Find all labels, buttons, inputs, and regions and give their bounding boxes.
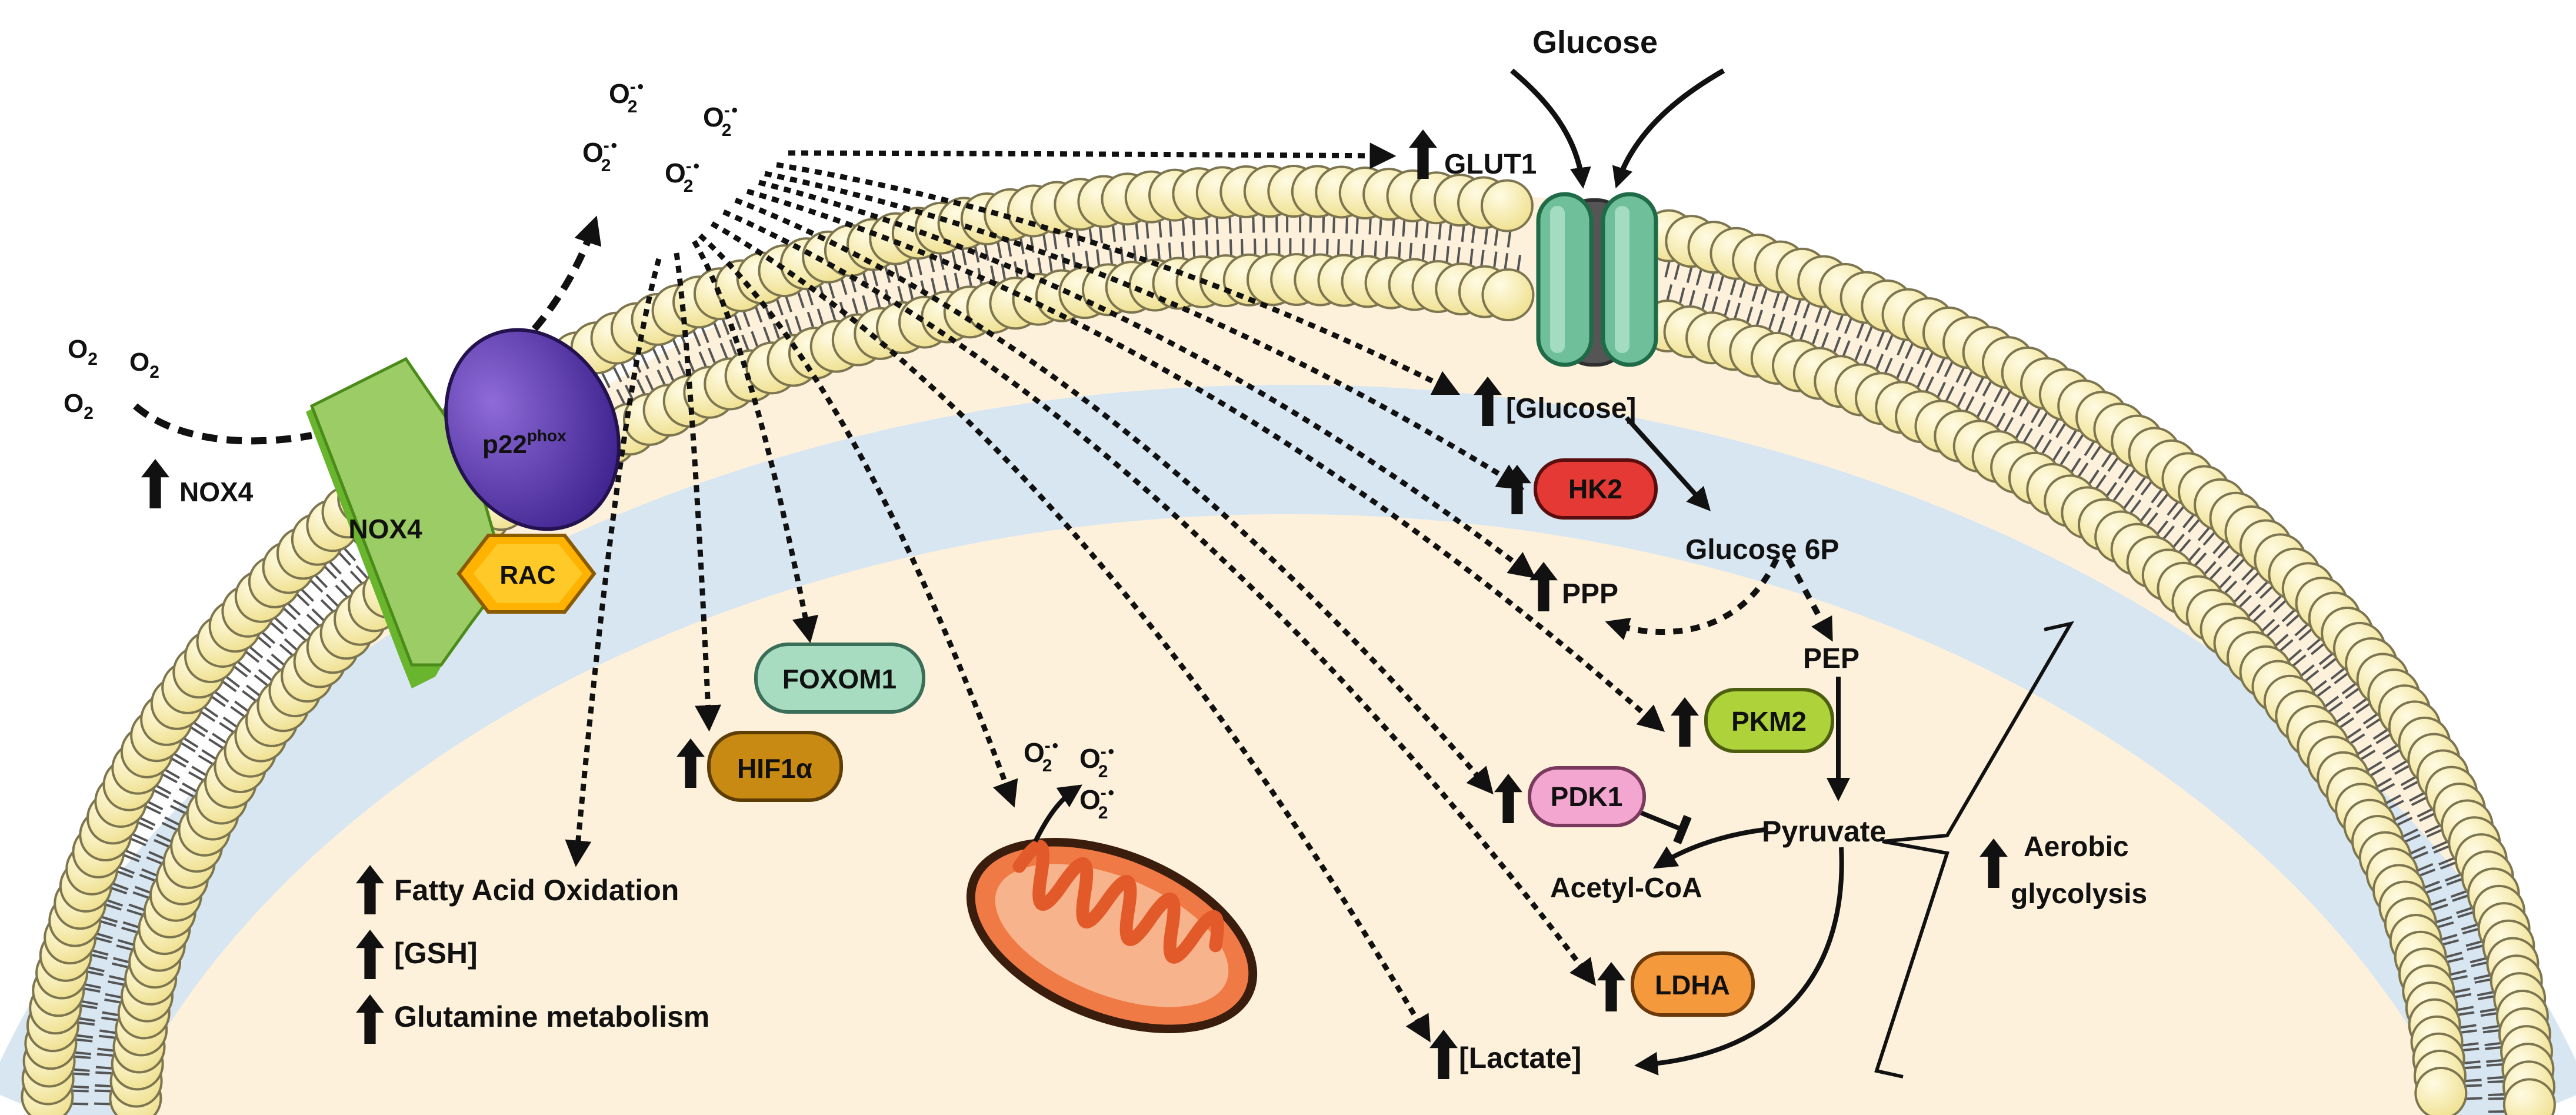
superoxide-molecule: O-2• xyxy=(1079,742,1114,781)
nox4-protein-label: NOX4 xyxy=(348,514,422,544)
glucose-6p-label: Glucose 6P xyxy=(1685,534,1839,565)
superoxide-molecule: O-2• xyxy=(1024,736,1058,775)
p22phox-protein: p22phox xyxy=(444,328,621,531)
ldha-enzyme: LDHA xyxy=(1631,951,1755,1017)
o2-to-nox4-arrow xyxy=(133,403,313,445)
pep-label: PEP xyxy=(1803,643,1859,674)
ros-arrow-to-hif1a xyxy=(674,252,722,732)
aerobic-glycolysis-bracket xyxy=(1874,621,2075,1079)
glucose-arrow-right xyxy=(1612,68,1725,189)
lipid-bilayer xyxy=(21,165,2556,1115)
lactate-label: [Lactate] xyxy=(1459,1041,1581,1074)
pyruvate-label: Pyruvate xyxy=(1762,815,1886,848)
ros-arrow-to-pkm2 xyxy=(746,188,1665,732)
glutamine-metabolism-label: Glutamine metabolism xyxy=(394,1000,709,1033)
ros-arrow-to-hk2 xyxy=(764,171,1525,490)
ros-arrow-to-foxom1 xyxy=(692,239,819,644)
ros-signaling-arrows xyxy=(565,142,1665,1043)
svg-text:O2: O2 xyxy=(129,348,159,382)
glut1-transporter xyxy=(1536,192,1658,367)
fatty-acid-oxidation-label: Fatty Acid Oxidation xyxy=(394,874,679,907)
svg-text:p22phox: p22phox xyxy=(482,427,566,459)
lipid-head xyxy=(1481,268,1535,322)
o2-molecule: O xyxy=(68,335,88,364)
lipid-head xyxy=(1480,179,1534,232)
hk2-label: HK2 xyxy=(1568,474,1622,504)
aerobic-glycolysis-label-line2: glycolysis xyxy=(2011,878,2147,910)
svg-text:O2: O2 xyxy=(68,335,98,369)
ros-arrow-to-lactate xyxy=(710,221,1431,1043)
pkm2-enzyme: PKM2 xyxy=(1704,688,1834,753)
up-arrow-icon-nox4 xyxy=(141,459,169,508)
ros-arrow-to-ldha xyxy=(722,209,1597,986)
glucose-outside-label: Glucose xyxy=(1532,25,1658,60)
o2-molecule: O xyxy=(64,389,84,418)
pyruvate-to-acetylcoa-arrow xyxy=(1652,827,1765,869)
superoxide-molecule: O-2• xyxy=(665,157,699,196)
superoxide-molecules: O-2•O-2•O-2•O-2•O-2•O-2•O-2• xyxy=(582,77,1114,823)
superoxide-molecule: O-2• xyxy=(1079,783,1114,823)
superoxide-molecule: O-2• xyxy=(582,136,617,175)
g6p-to-pep-arrow xyxy=(1785,557,1833,642)
hif1a-factor: HIF1α xyxy=(707,731,843,802)
mito-superoxide-arrow xyxy=(1033,784,1082,843)
foxom1-label: FOXOM1 xyxy=(782,664,897,694)
gsh-label: [GSH] xyxy=(394,937,478,970)
lipid-head xyxy=(2502,1078,2556,1115)
ldha-label: LDHA xyxy=(1655,970,1730,1000)
cell xyxy=(0,165,2576,1115)
ros-arrow-to-fao xyxy=(565,258,662,867)
acetyl-coa-label: Acetyl-CoA xyxy=(1550,873,1702,904)
o2-molecules: O2 O2 O2 xyxy=(64,335,159,423)
hk2-enzyme: HK2 xyxy=(1534,458,1658,520)
o2-molecule: O xyxy=(129,348,149,377)
pdk1-enzyme: PDK1 xyxy=(1528,766,1646,827)
glucose-inside-label: [Glucose] xyxy=(1506,393,1636,424)
ros-arrow-to-pdk1 xyxy=(734,197,1494,795)
rac-protein: RAC xyxy=(456,534,596,614)
glut1-label: GLUT1 xyxy=(1444,149,1537,180)
superoxide-molecule: O-2• xyxy=(703,101,738,140)
superoxide-molecule: O-2• xyxy=(609,77,644,117)
ros-arrow-to-ppp xyxy=(758,179,1536,579)
foxom1-factor: FOXOM1 xyxy=(754,643,925,714)
aerobic-glycolysis-label-line1: Aerobic xyxy=(2024,831,2129,863)
ros-arrow-to-mito xyxy=(698,233,1018,808)
lipid-head xyxy=(2414,1066,2468,1115)
nox4-upregulated-label: NOX4 xyxy=(179,477,254,507)
glucose-arrow-left xyxy=(1510,68,1591,189)
cell-membrane xyxy=(0,384,2576,1115)
pdk1-label: PDK1 xyxy=(1551,781,1623,812)
pkm2-label: PKM2 xyxy=(1731,706,1807,737)
hif1a-label: HIF1α xyxy=(737,753,812,784)
mitochondrion-icon xyxy=(966,837,1258,1034)
rac-label: RAC xyxy=(499,561,555,590)
ros-arrow-to-glut1 xyxy=(788,142,1397,169)
pyruvate-to-lactate-arrow xyxy=(1634,847,1844,1076)
glucose-to-g6p-arrow xyxy=(1625,416,1711,511)
nox4-to-superoxide-arrow xyxy=(515,215,602,350)
ppp-label: PPP xyxy=(1562,578,1618,610)
p22phox-superscript: phox xyxy=(527,427,566,445)
svg-text:O2: O2 xyxy=(64,389,94,423)
p22phox-label: p22 xyxy=(482,430,527,459)
